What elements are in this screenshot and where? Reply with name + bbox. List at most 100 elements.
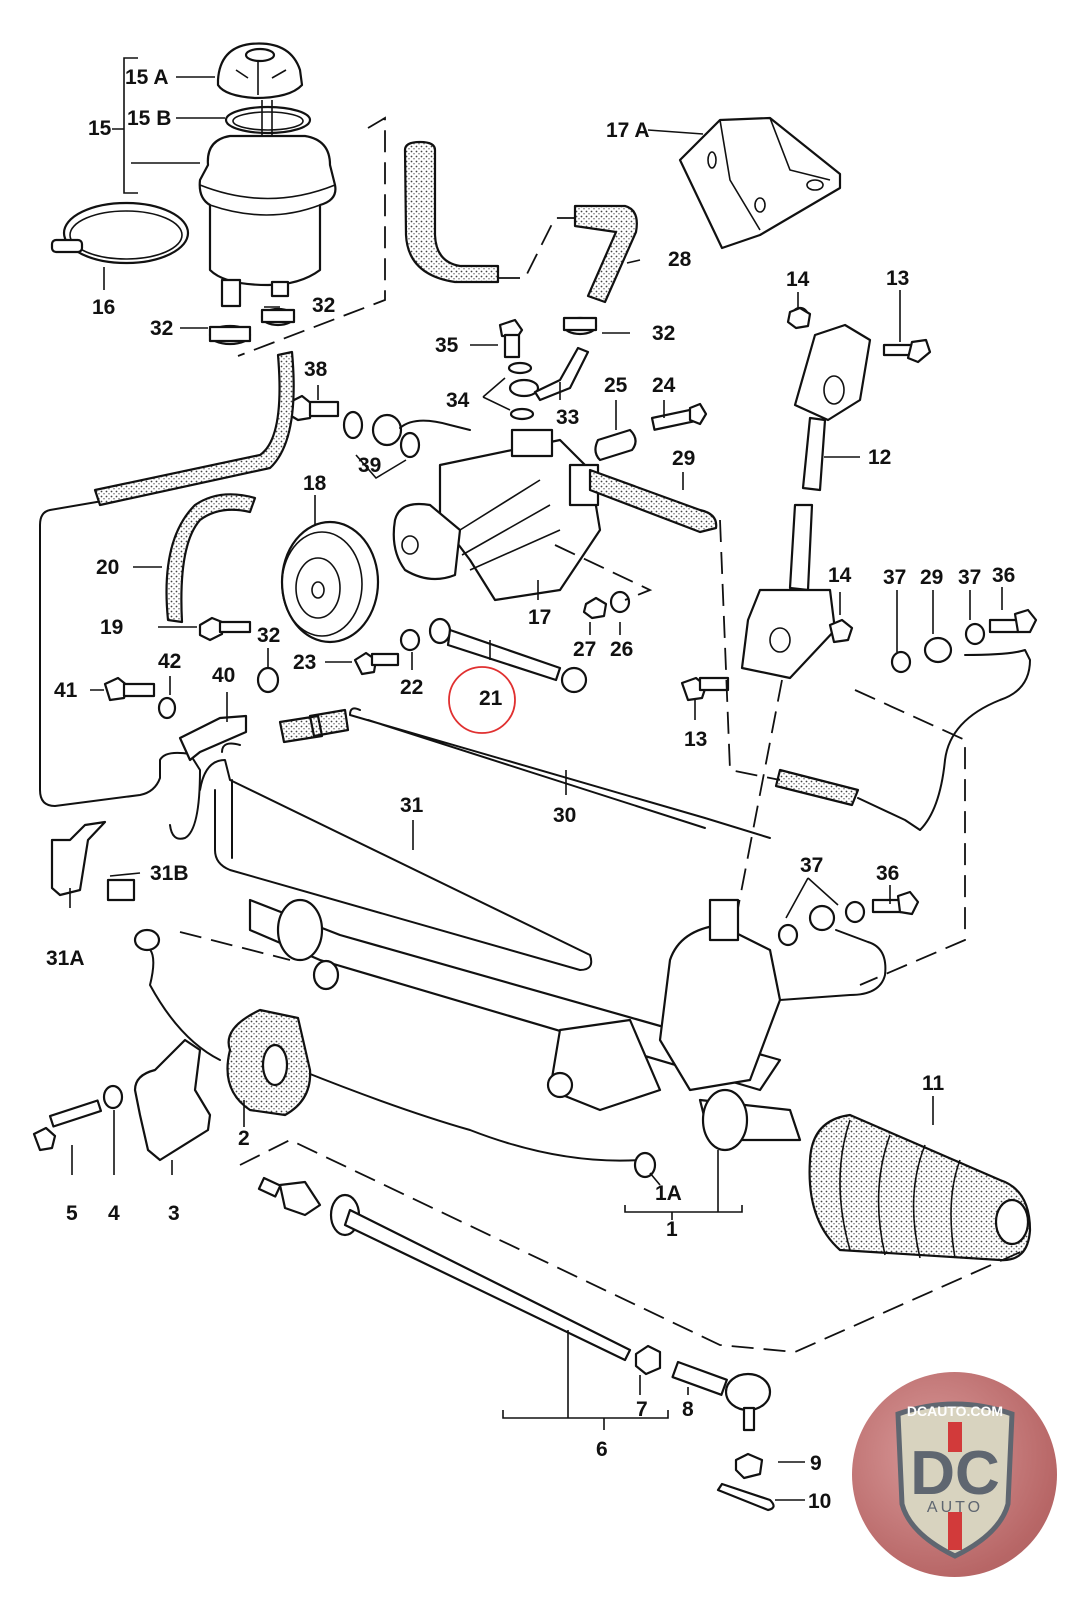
reservoir-body-15 <box>198 134 337 308</box>
callout-label-17A: 17 A <box>606 119 650 142</box>
callout-label-1: 1 <box>666 1218 678 1241</box>
callout-label-42: 42 <box>158 650 181 673</box>
washers-34 <box>507 361 540 421</box>
clamp-32-c <box>562 316 598 336</box>
washer-22 <box>399 628 421 652</box>
pulley-18 <box>280 520 380 644</box>
callout-label-26: 26 <box>610 638 633 661</box>
group-bracket-15 <box>112 57 200 194</box>
hose-29 <box>588 468 718 534</box>
callout-label-38: 38 <box>304 358 328 381</box>
upper-universal-joint <box>790 306 872 492</box>
hose-29-rack <box>774 768 860 807</box>
castle-nut-9 <box>734 1452 764 1480</box>
callout-label-15B: 15 B <box>127 107 171 130</box>
banjo-bolt-35 <box>498 318 524 359</box>
banjo-bolt-38 <box>286 394 340 422</box>
bolt-41 <box>103 676 156 702</box>
highlight-circle-21 <box>448 666 516 734</box>
hose-clamp-16 <box>50 201 190 265</box>
callout-label-9: 9 <box>810 1452 822 1475</box>
clamp-32-b <box>260 307 296 327</box>
lower-universal-joint <box>740 503 837 680</box>
callout-label-35: 35 <box>435 334 459 357</box>
callout-label-36a: 36 <box>992 564 1015 587</box>
callout-label-2: 2 <box>238 1127 250 1150</box>
group-bracket-1 <box>624 1150 743 1220</box>
callout-label-37c: 37 <box>800 854 823 877</box>
rack-bushing-2 <box>226 1008 312 1117</box>
adjuster-rod-21 <box>428 617 588 694</box>
callout-label-19: 19 <box>100 616 123 639</box>
return-line-loop <box>39 497 201 840</box>
tie-rod-6 <box>257 1176 632 1362</box>
nut-27 <box>582 596 608 620</box>
callout-label-10: 10 <box>808 1490 831 1513</box>
callout-label-41: 41 <box>54 679 78 702</box>
callout-label-15: 15 <box>88 117 112 140</box>
callout-label-4: 4 <box>108 1202 120 1225</box>
callout-label-14a: 14 <box>786 268 810 291</box>
callout-label-14b: 14 <box>828 564 852 587</box>
fittings-37-29-36-upper <box>890 608 1038 674</box>
callout-label-25: 25 <box>604 374 628 397</box>
logo-url-text: DCAUTO.COM <box>907 1403 1003 1419</box>
callout-label-11: 11 <box>922 1072 945 1095</box>
callout-label-32b: 32 <box>312 294 335 317</box>
callout-label-39: 39 <box>358 454 381 477</box>
callout-label-32c: 32 <box>652 322 675 345</box>
belt-20 <box>165 493 257 624</box>
fittings-37-36-lower <box>777 890 920 947</box>
callout-label-29a: 29 <box>672 447 695 470</box>
callout-label-5: 5 <box>66 1202 78 1225</box>
callout-label-3: 3 <box>168 1202 180 1225</box>
washer-26 <box>609 590 631 614</box>
spacer-25 <box>594 428 637 462</box>
pressure-line-33 <box>533 346 590 402</box>
return-hose <box>403 140 500 284</box>
callout-label-36b: 36 <box>876 862 899 885</box>
callout-label-29b: 29 <box>920 566 943 589</box>
clip-31b <box>106 878 136 902</box>
clamp-32-a <box>208 324 252 346</box>
callout-label-33: 33 <box>556 406 579 429</box>
group-bracket-6 <box>502 1330 669 1430</box>
bolt-23 <box>353 651 400 676</box>
cotter-pin-10 <box>716 1482 775 1512</box>
nut-14-upper <box>786 306 812 330</box>
hose-sleeves <box>278 708 350 744</box>
bolt-5 <box>32 1099 103 1152</box>
callout-label-31A: 31A <box>46 947 85 970</box>
bolt-13-lower <box>680 676 730 702</box>
feed-line-30 <box>349 707 771 839</box>
callout-label-37a: 37 <box>883 566 906 589</box>
callout-label-37b: 37 <box>958 566 981 589</box>
callout-label-40: 40 <box>212 664 235 687</box>
washers-39 <box>342 410 421 459</box>
bracket-40 <box>178 714 248 762</box>
bolt-19 <box>198 616 252 642</box>
return-hose-wrapped <box>93 350 295 507</box>
reservoir-cap-15a <box>216 42 304 100</box>
callout-label-13b: 13 <box>684 728 707 751</box>
pump-bracket-17a <box>678 116 842 250</box>
callout-label-32d: 32 <box>257 624 280 647</box>
callout-label-32a: 32 <box>150 317 173 340</box>
callout-label-24: 24 <box>652 374 676 397</box>
callout-label-31B: 31B <box>150 862 189 885</box>
hose-28 <box>573 204 638 304</box>
bolt-13-upper <box>882 338 932 364</box>
clamp-3 <box>133 1038 212 1162</box>
callout-label-21: 21 <box>479 687 503 710</box>
dcauto-watermark-logo: DCAUTO.COM DC AUTO <box>852 1372 1057 1577</box>
fitting-upper-left <box>133 928 161 952</box>
power-steering-pump-17 <box>392 428 602 602</box>
callout-label-27: 27 <box>573 638 596 661</box>
callout-label-20: 20 <box>96 556 119 579</box>
leader-lines <box>69 76 1003 1501</box>
callout-label-8: 8 <box>682 1398 694 1421</box>
clamp-32-d <box>256 666 280 694</box>
callout-label-1A: 1A <box>655 1182 682 1205</box>
